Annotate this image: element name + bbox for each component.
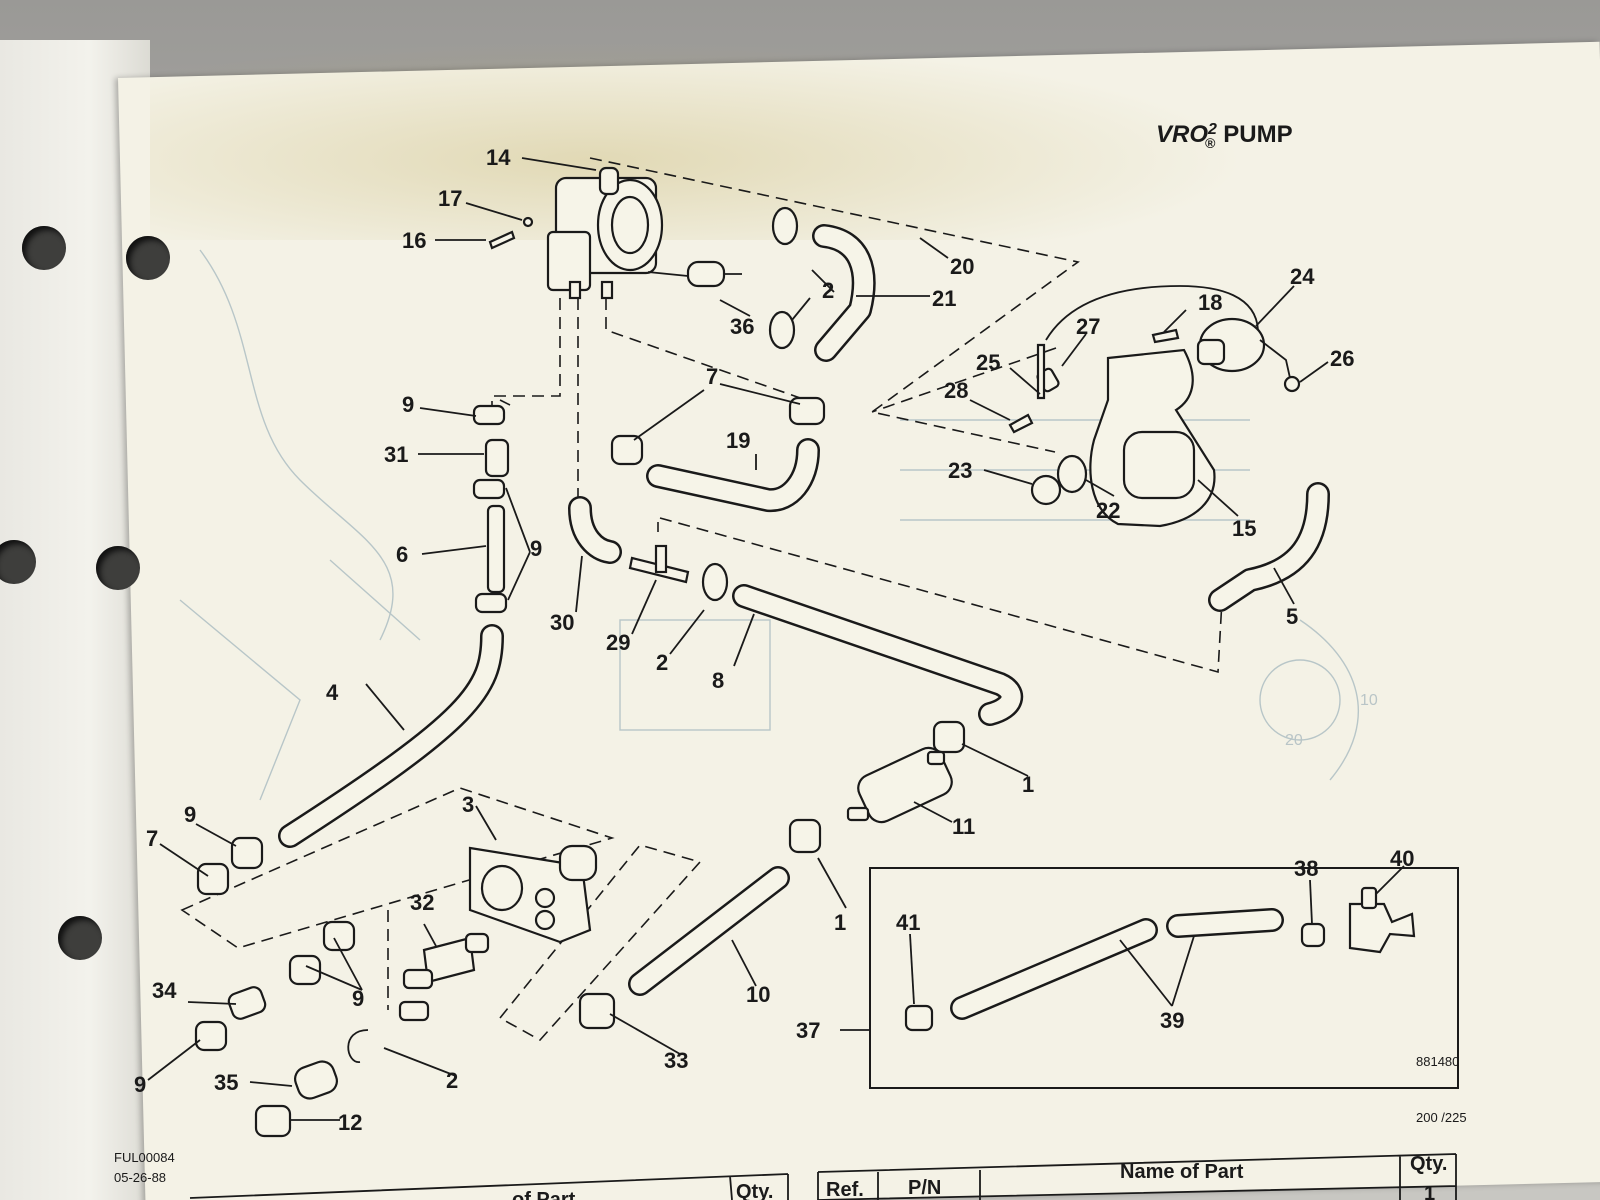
callout-34: 34 bbox=[152, 978, 177, 1003]
callout-9-b: 9 bbox=[530, 536, 542, 561]
callout-35: 35 bbox=[214, 1070, 238, 1095]
table-qty-header: Qty. bbox=[1410, 1153, 1447, 1175]
hose-clamps bbox=[194, 206, 1326, 1138]
callout-7-b: 7 bbox=[146, 826, 158, 851]
callout-8: 8 bbox=[712, 668, 724, 693]
callout-26: 26 bbox=[1330, 346, 1354, 371]
callout-9-a: 9 bbox=[402, 392, 414, 417]
form-code: FUL00084 bbox=[114, 1150, 175, 1165]
solenoid-and-bracket bbox=[1030, 285, 1301, 528]
callout-1-b: 1 bbox=[834, 910, 846, 935]
binder-hole bbox=[0, 540, 36, 584]
callout-25: 25 bbox=[976, 350, 1000, 375]
left-table-name-header: of Part bbox=[512, 1189, 576, 1200]
callout-6: 6 bbox=[396, 542, 408, 567]
dashed-guide-lines bbox=[180, 157, 1223, 1042]
callout-31: 31 bbox=[384, 442, 408, 467]
fuel-filter bbox=[846, 746, 953, 824]
callout-12: 12 bbox=[338, 1110, 362, 1135]
callout-10: 10 bbox=[746, 982, 770, 1007]
page-title: VRO2®PUMP bbox=[1156, 121, 1293, 151]
callout-41: 41 bbox=[896, 910, 920, 935]
callout-11: 11 bbox=[952, 814, 975, 839]
bleed-through: 20 10 bbox=[179, 249, 1378, 801]
callout-23: 23 bbox=[948, 458, 972, 483]
callout-17: 17 bbox=[438, 186, 462, 211]
callout-3: 3 bbox=[462, 792, 474, 817]
callout-labels: 14 17 16 20 2 21 36 7 19 9 31 6 9 30 29 … bbox=[134, 145, 1414, 1135]
callout-29: 29 bbox=[606, 630, 630, 655]
callout-4: 4 bbox=[326, 680, 339, 705]
callout-16: 16 bbox=[402, 228, 426, 253]
callout-14: 14 bbox=[486, 145, 511, 170]
callout-15: 15 bbox=[1232, 516, 1256, 541]
parts-table: of Part Qty. Ref. P/N Name of Part Qty. … bbox=[189, 1153, 1457, 1200]
callout-24: 24 bbox=[1290, 264, 1315, 289]
binder-hole bbox=[96, 546, 140, 590]
callout-39: 39 bbox=[1160, 1008, 1184, 1033]
callout-2-a: 2 bbox=[822, 278, 834, 303]
callout-32: 32 bbox=[410, 890, 434, 915]
callout-9-e: 9 bbox=[134, 1072, 146, 1097]
callout-2-b: 2 bbox=[656, 650, 668, 675]
callout-20: 20 bbox=[950, 254, 974, 279]
callout-28: 28 bbox=[944, 378, 968, 403]
svg-text:20: 20 bbox=[1285, 732, 1303, 749]
page-number: 200 /225 bbox=[1416, 1110, 1467, 1125]
callout-19: 19 bbox=[726, 428, 750, 453]
inset-box-37 bbox=[869, 867, 1459, 1089]
screws-and-washers bbox=[488, 216, 1180, 434]
callout-22: 22 bbox=[1096, 498, 1120, 523]
callout-5: 5 bbox=[1286, 604, 1298, 629]
fittings bbox=[227, 438, 1416, 1100]
binder-hole bbox=[126, 236, 170, 280]
callout-2-c: 2 bbox=[446, 1068, 458, 1093]
callout-36: 36 bbox=[730, 314, 754, 339]
callout-9-d: 9 bbox=[352, 986, 364, 1011]
table-first-row-qty: 1 bbox=[1424, 1183, 1435, 1200]
figure-number: 881480 bbox=[1416, 1054, 1459, 1069]
callout-21: 21 bbox=[932, 286, 956, 311]
callout-33: 33 bbox=[664, 1048, 688, 1073]
binder-hole bbox=[22, 226, 66, 270]
callout-40: 40 bbox=[1390, 846, 1414, 871]
callout-9-c: 9 bbox=[184, 802, 196, 827]
callout-18: 18 bbox=[1198, 290, 1222, 315]
form-date: 05-26-88 bbox=[114, 1170, 166, 1185]
fuel-hoses bbox=[278, 224, 1330, 1020]
binder-hole bbox=[58, 916, 102, 960]
table-pn-header: P/N bbox=[908, 1177, 941, 1199]
callout-37: 37 bbox=[796, 1018, 820, 1043]
callout-1-a: 1 bbox=[1022, 772, 1034, 797]
callout-27: 27 bbox=[1076, 314, 1100, 339]
left-table-qty-header: Qty. bbox=[736, 1181, 773, 1200]
leader-lines bbox=[147, 157, 1405, 1121]
callout-7-a: 7 bbox=[706, 364, 718, 389]
vro-pump-body bbox=[546, 166, 742, 300]
callout-38: 38 bbox=[1294, 856, 1318, 881]
table-ref-header: Ref. bbox=[826, 1179, 864, 1200]
water-stain bbox=[150, 40, 1250, 240]
svg-text:10: 10 bbox=[1360, 692, 1378, 709]
valve-housing bbox=[468, 844, 598, 944]
callout-30: 30 bbox=[550, 610, 574, 635]
table-name-header: Name of Part bbox=[1120, 1161, 1244, 1183]
